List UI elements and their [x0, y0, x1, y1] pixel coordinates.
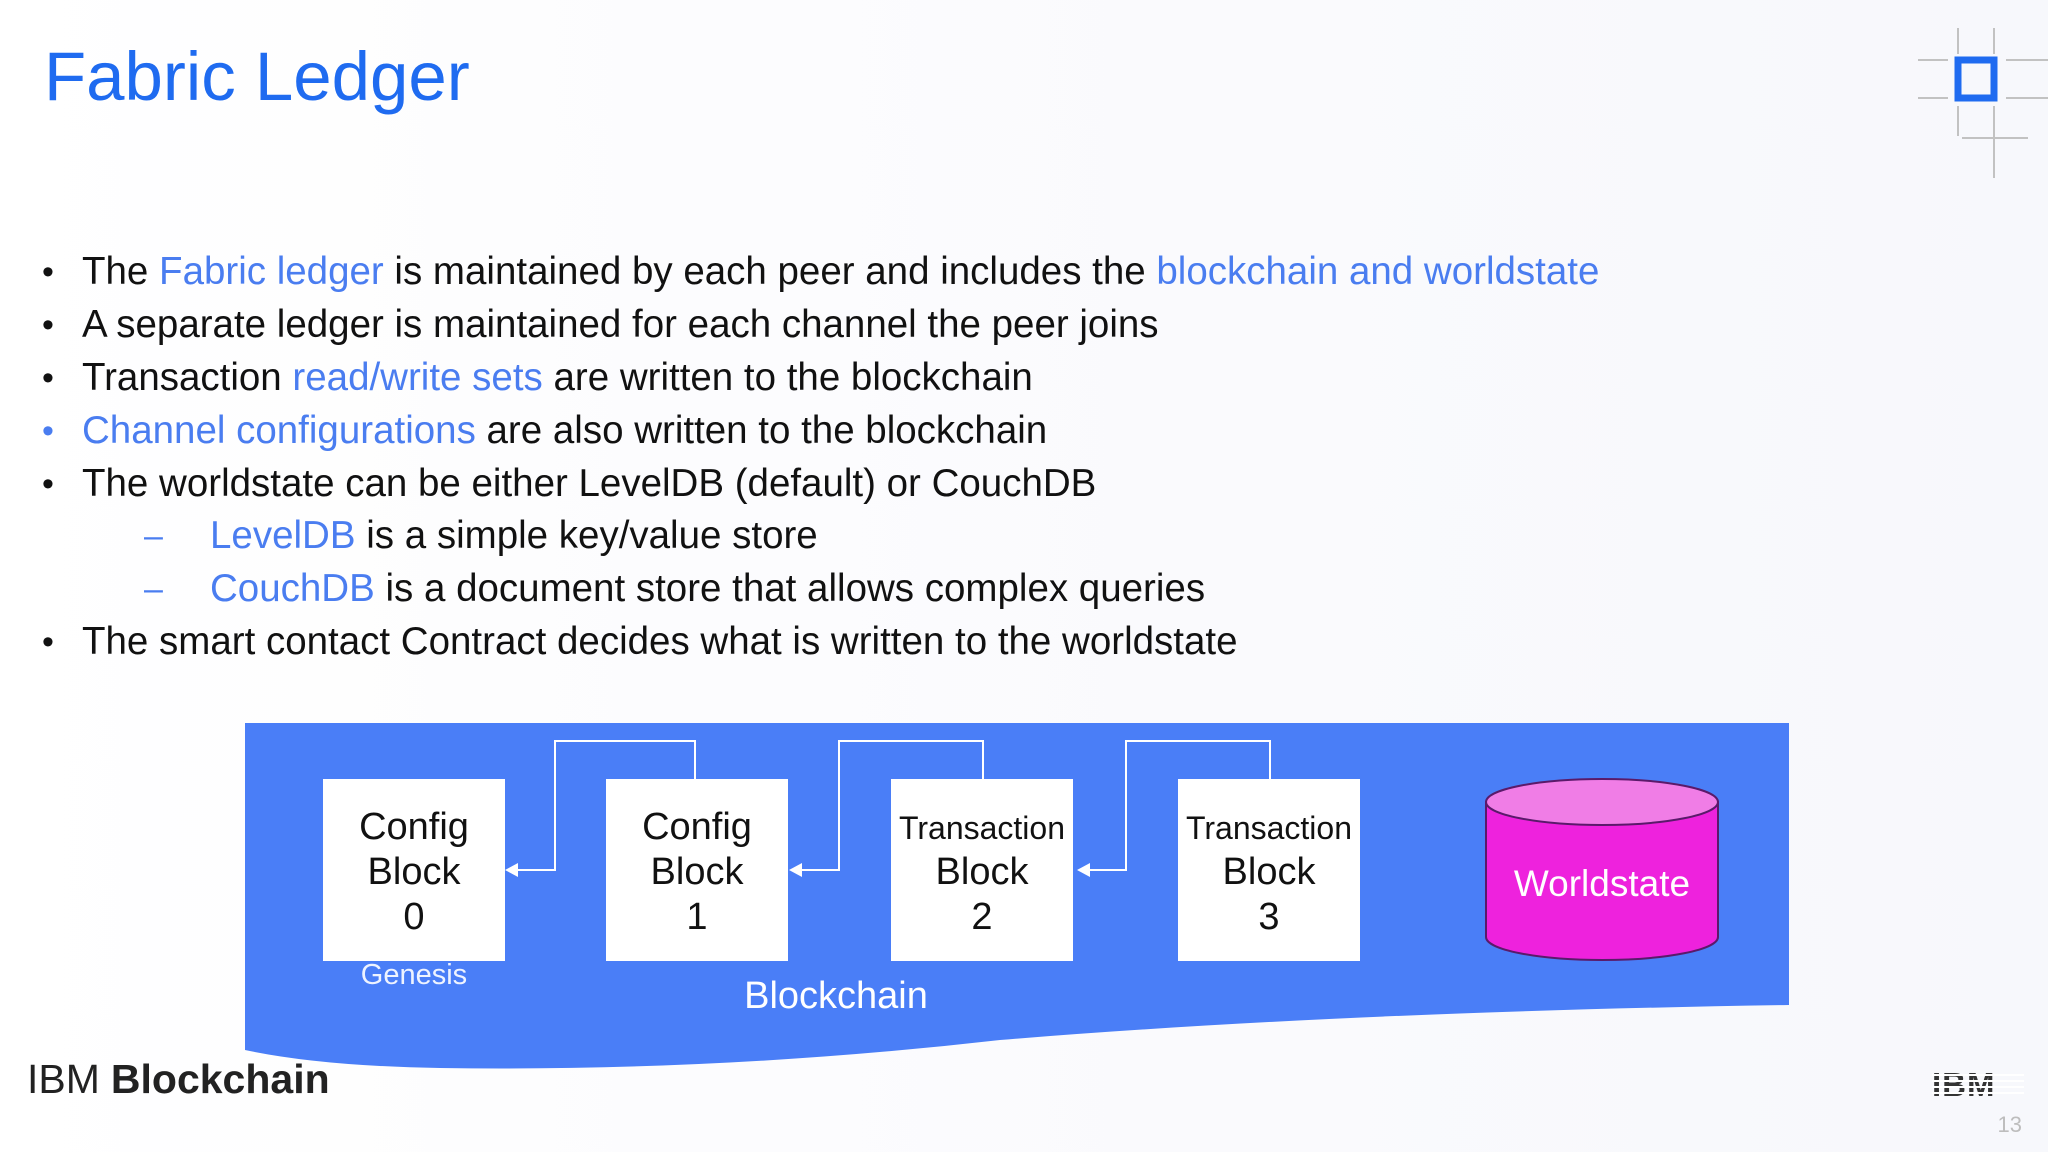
page-number: 13 [1997, 1112, 2022, 1137]
worldstate-label: Worldstate [1514, 863, 1690, 904]
bullet-text: is a simple key/value store [355, 514, 818, 558]
footer-brand-name: Blockchain [110, 1056, 330, 1102]
highlighted-term: read/write sets [292, 355, 543, 399]
block-box [323, 779, 505, 961]
ibm-logo-text: IBM [1932, 1068, 1996, 1102]
bullet-marker: • [42, 464, 54, 503]
arrowhead-icon [505, 863, 518, 877]
block-label-line: Transaction [1186, 810, 1352, 846]
bullet-item: • The smart contact Contract decides what… [0, 616, 1599, 669]
footer-brand-prefix: IBM [27, 1056, 100, 1102]
ibm-logo-icon: IBM [1932, 1068, 2024, 1102]
block-label-line: 2 [971, 896, 992, 938]
bullet-item: – CouchDB is a document store that allows… [0, 563, 1599, 616]
bullet-item: – LevelDB is a simple key/value store [0, 510, 1599, 563]
bullet-item: • The worldstate can be either LevelDB (d… [0, 458, 1599, 511]
block-label-line: Config [359, 806, 469, 848]
block-label-line: Block [651, 851, 745, 893]
bullet-text: The worldstate can be either LevelDB (de… [82, 461, 1097, 505]
bullet-text: The [82, 250, 160, 293]
block-label-line: Transaction [899, 810, 1065, 846]
block-label-line: Config [642, 806, 752, 848]
block-label-line: Block [936, 851, 1030, 893]
highlighted-term: LevelDB [210, 514, 356, 558]
block-label-line: Block [1223, 851, 1317, 893]
highlighted-term: Fabric ledger [159, 250, 384, 293]
block-box [891, 779, 1073, 961]
arrowhead-icon [1077, 863, 1090, 877]
bullet-marker: • [42, 411, 54, 450]
block-link-arrows [512, 740, 1271, 871]
highlighted-term: blockchain and worldstate [1156, 250, 1600, 293]
bullet-text: is maintained by each peer and includes … [383, 250, 1157, 293]
block-box [1178, 779, 1360, 961]
bullet-text: is a document store that allows complex … [374, 567, 1206, 611]
bullet-list: • The Fabric ledger is maintained by each… [0, 246, 1599, 669]
dash-marker: – [144, 570, 163, 609]
bullet-text: The smart contact Contract decides what … [82, 620, 1238, 664]
bullet-marker: • [42, 623, 54, 662]
arrowhead-icon [789, 863, 802, 877]
bullet-item: • A separate ledger is maintained for eac… [0, 299, 1599, 352]
dash-marker: – [144, 517, 163, 556]
bullet-text: are also written to the blockchain [475, 408, 1048, 452]
bullet-text: A separate ledger is maintained for each… [82, 302, 1159, 346]
grid-target-icon [1918, 28, 2048, 178]
bullet-text: Transaction [82, 355, 293, 399]
block-label-line: 0 [403, 896, 424, 938]
bullet-item: • Channel configurations are also written… [0, 405, 1599, 458]
block-label-line: Block [368, 851, 462, 893]
genesis-label: Genesis [361, 959, 467, 991]
bullet-text: are written to the blockchain [542, 355, 1033, 399]
worldstate-database: Worldstate [1485, 778, 1719, 961]
slide-title: Fabric Ledger [44, 38, 470, 115]
highlighted-term: Channel configurations [82, 408, 476, 452]
block-label-line: 3 [1258, 896, 1279, 938]
bullet-item: • Transaction read/write sets are written… [0, 352, 1599, 405]
bullet-marker: • [42, 358, 54, 397]
highlighted-term: CouchDB [210, 567, 375, 611]
blockchain-label: Blockchain [744, 975, 928, 1017]
bullet-item: • The Fabric ledger is maintained by each… [0, 246, 1599, 299]
block-box [606, 779, 788, 961]
block-label-line: 1 [686, 896, 707, 938]
bullet-marker: • [42, 253, 54, 291]
bullet-marker: • [42, 305, 54, 344]
